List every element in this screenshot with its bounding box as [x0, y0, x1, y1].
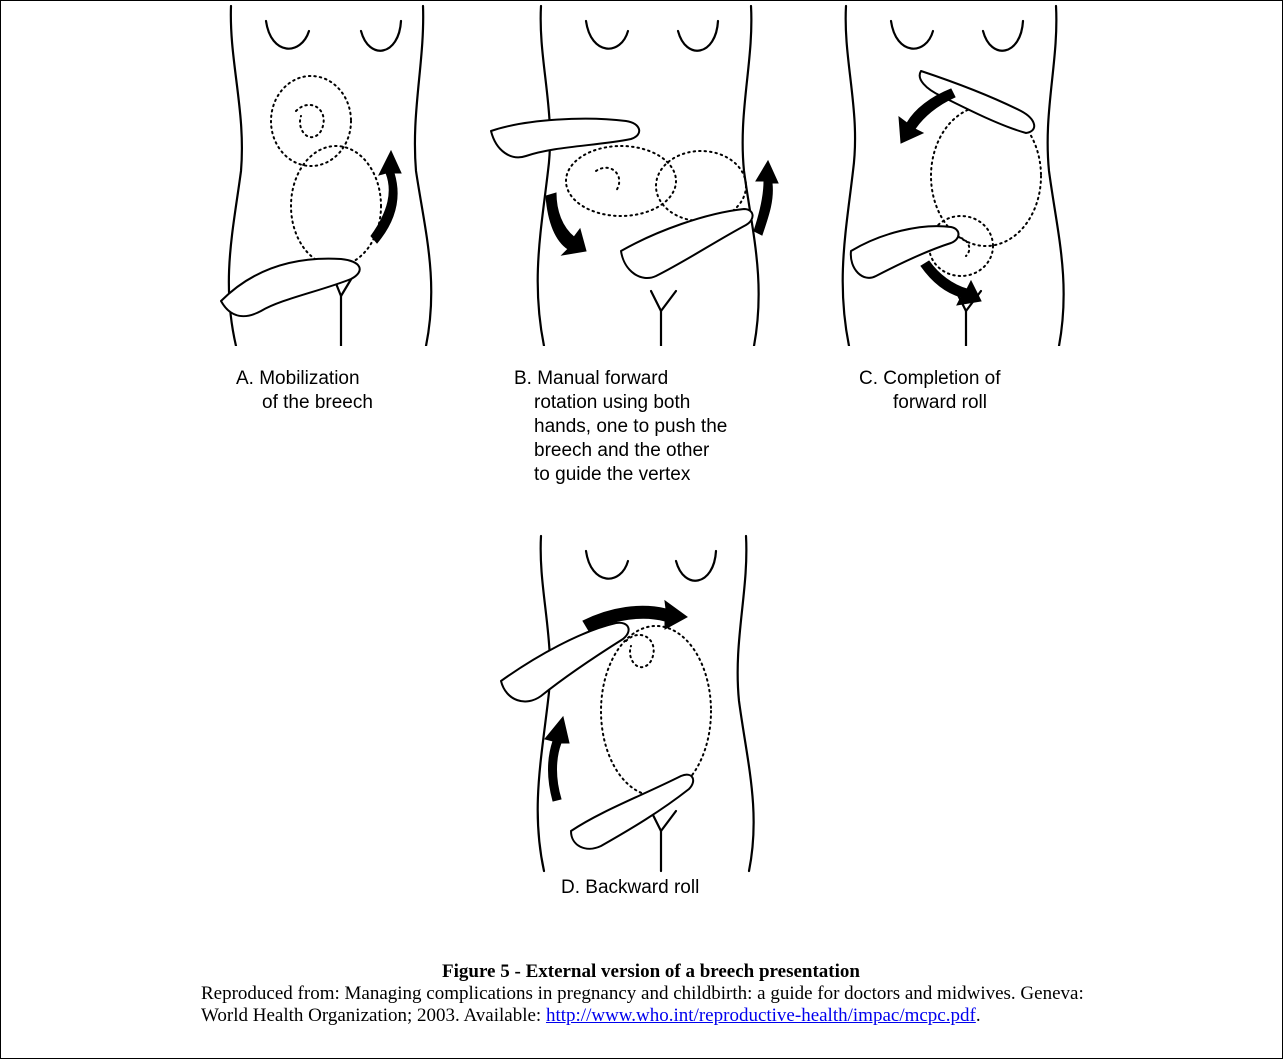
figure-caption: Figure 5 - External version of a breech …: [201, 961, 1101, 1027]
panel-a-illustration: [201, 1, 461, 346]
panel-c-label: C. Completion of forward roll: [859, 367, 1001, 415]
caption-title: Figure 5 - External version of a breech …: [421, 961, 881, 983]
panel-b-label-line-2: rotation using both: [514, 391, 727, 415]
panel-a-label-line-2: of the breech: [236, 391, 373, 415]
panel-b: B. Manual forward rotation using both ha…: [486, 1, 796, 346]
panel-a: A. Mobilization of the breech: [201, 1, 461, 346]
panel-d-illustration: [491, 531, 791, 876]
panel-b-label-line-3: hands, one to push the: [514, 415, 727, 439]
caption-end: .: [976, 1005, 981, 1026]
panel-a-label: A. Mobilization of the breech: [236, 367, 373, 415]
panel-b-label-line-1: B. Manual forward: [514, 367, 727, 391]
caption-body: Reproduced from: Managing complications …: [201, 983, 1101, 1027]
panel-a-label-line-1: A. Mobilization: [236, 367, 373, 391]
panel-d-label: D. Backward roll: [561, 876, 699, 900]
panel-c-label-line-2: forward roll: [859, 391, 1001, 415]
panel-c-illustration: [811, 1, 1091, 346]
caption-link[interactable]: http://www.who.int/reproductive-health/i…: [546, 1005, 976, 1026]
panel-b-label: B. Manual forward rotation using both ha…: [514, 367, 727, 487]
panel-c: C. Completion of forward roll: [811, 1, 1091, 346]
panel-c-label-line-1: C. Completion of: [859, 367, 1001, 391]
panel-d: D. Backward roll: [491, 531, 791, 876]
panel-b-illustration: [486, 1, 796, 346]
panel-b-label-line-4: breech and the other: [514, 439, 727, 463]
panel-b-label-line-5: to guide the vertex: [514, 463, 727, 487]
panel-d-label-line-1: D. Backward roll: [561, 876, 699, 900]
